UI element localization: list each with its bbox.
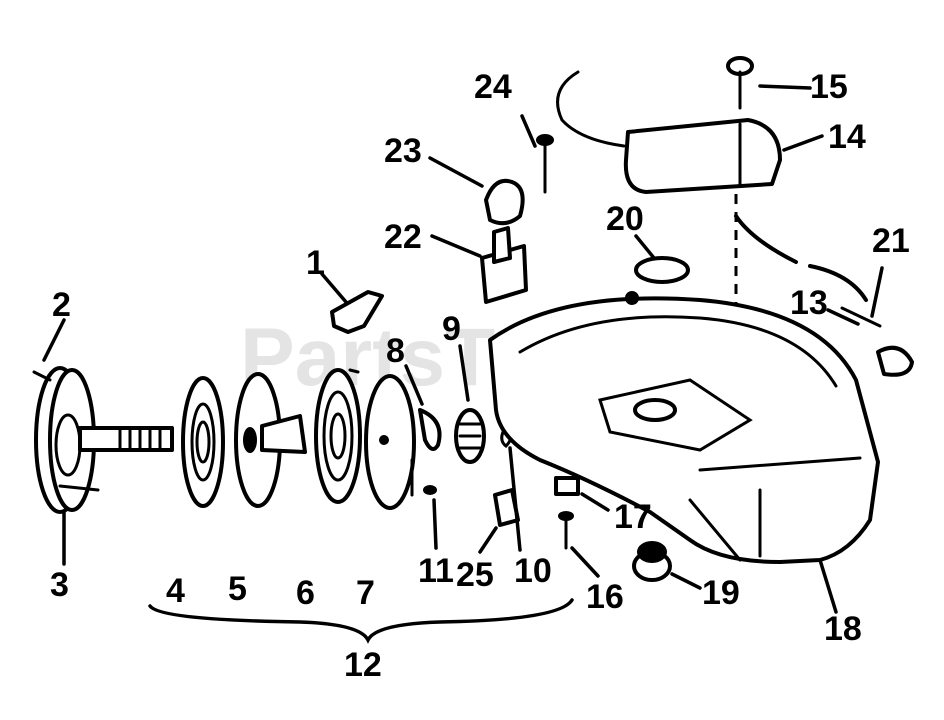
part-3-pulley-shaft bbox=[32, 366, 174, 514]
part-21-primer bbox=[808, 264, 914, 377]
callout-4: 4 bbox=[166, 572, 185, 610]
callout-1: 1 bbox=[306, 244, 325, 282]
part-23-knob bbox=[484, 178, 525, 226]
callout-14: 14 bbox=[828, 118, 866, 156]
callout-9: 9 bbox=[442, 310, 461, 348]
callout-24: 24 bbox=[474, 68, 512, 106]
callout-8: 8 bbox=[386, 332, 405, 370]
callout-12: 12 bbox=[344, 646, 382, 684]
callout-13: 13 bbox=[790, 284, 828, 322]
callout-11: 11 bbox=[418, 552, 454, 590]
part-11-screw bbox=[410, 458, 437, 497]
part-22-interlock bbox=[480, 226, 528, 304]
callout-5: 5 bbox=[228, 570, 247, 608]
callout-7: 7 bbox=[356, 574, 375, 612]
part-7-friction-plate bbox=[364, 374, 416, 510]
callout-16: 16 bbox=[586, 578, 624, 616]
part-24-screw bbox=[536, 134, 554, 194]
callout-18: 18 bbox=[824, 610, 862, 648]
part-5-plate bbox=[234, 372, 307, 508]
callout-23: 23 bbox=[384, 132, 422, 170]
wire-lead bbox=[556, 70, 626, 148]
bracket-12 bbox=[148, 598, 574, 644]
part-4-spring-housing bbox=[181, 376, 225, 508]
part-1-bracket bbox=[330, 290, 384, 334]
callout-10: 10 bbox=[514, 552, 552, 590]
callout-2: 2 bbox=[52, 286, 71, 324]
part-16-screw bbox=[558, 511, 574, 550]
callout-15: 15 bbox=[810, 68, 848, 106]
fuel-hose bbox=[734, 214, 798, 264]
callout-labels: 1 2 3 4 5 6 7 8 9 10 11 12 13 14 15 16 1… bbox=[50, 68, 910, 684]
callout-21: 21 bbox=[872, 222, 910, 260]
callout-17: 17 bbox=[614, 498, 652, 536]
callout-22: 22 bbox=[384, 218, 422, 256]
part-15-bolt bbox=[726, 56, 754, 110]
callout-20: 20 bbox=[606, 200, 644, 238]
callout-19: 19 bbox=[702, 574, 740, 612]
callout-3: 3 bbox=[50, 566, 69, 604]
part-18-housing bbox=[488, 291, 880, 564]
part-14-cover bbox=[623, 118, 782, 470]
part-6-recoil-spring bbox=[314, 368, 362, 504]
leader-lines bbox=[42, 84, 884, 614]
callout-25: 25 bbox=[456, 556, 494, 594]
callout-6: 6 bbox=[296, 574, 315, 612]
part-20-washer bbox=[634, 256, 690, 284]
part-19-bushing bbox=[632, 541, 672, 582]
part-9-pawl-gear bbox=[454, 408, 486, 464]
part-8-spring-clip bbox=[418, 408, 442, 451]
part-17-nut bbox=[554, 476, 580, 496]
